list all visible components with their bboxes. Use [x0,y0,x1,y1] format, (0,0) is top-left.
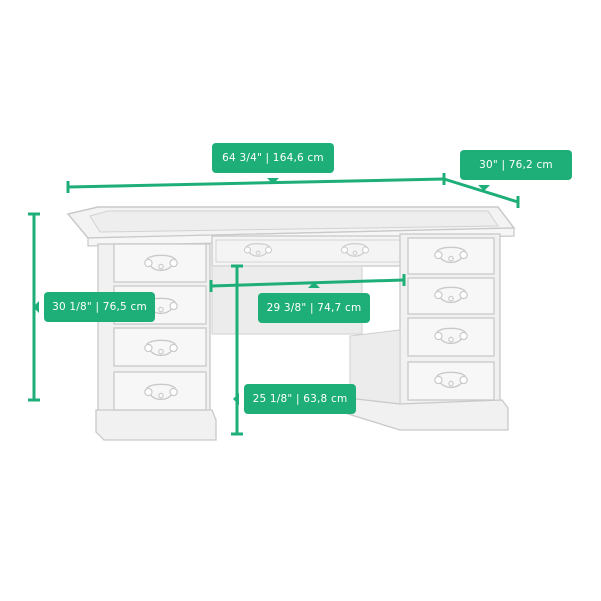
depth-label: 30" | 76,2 cm [460,150,572,191]
knee-height-label: 25 1/8" | 63,8 cm [233,384,356,414]
width-label: 64 3/4" | 164,6 cm [212,143,334,184]
knee-width-dimension-line [210,278,405,288]
left-pedestal-base [95,409,217,441]
width-dimension-line [67,177,445,189]
knee-width-label: 29 3/8" | 74,7 cm [258,282,370,323]
height-label: 30 1/8" | 76,5 cm [33,292,155,322]
right-pedestal-base [347,397,509,431]
